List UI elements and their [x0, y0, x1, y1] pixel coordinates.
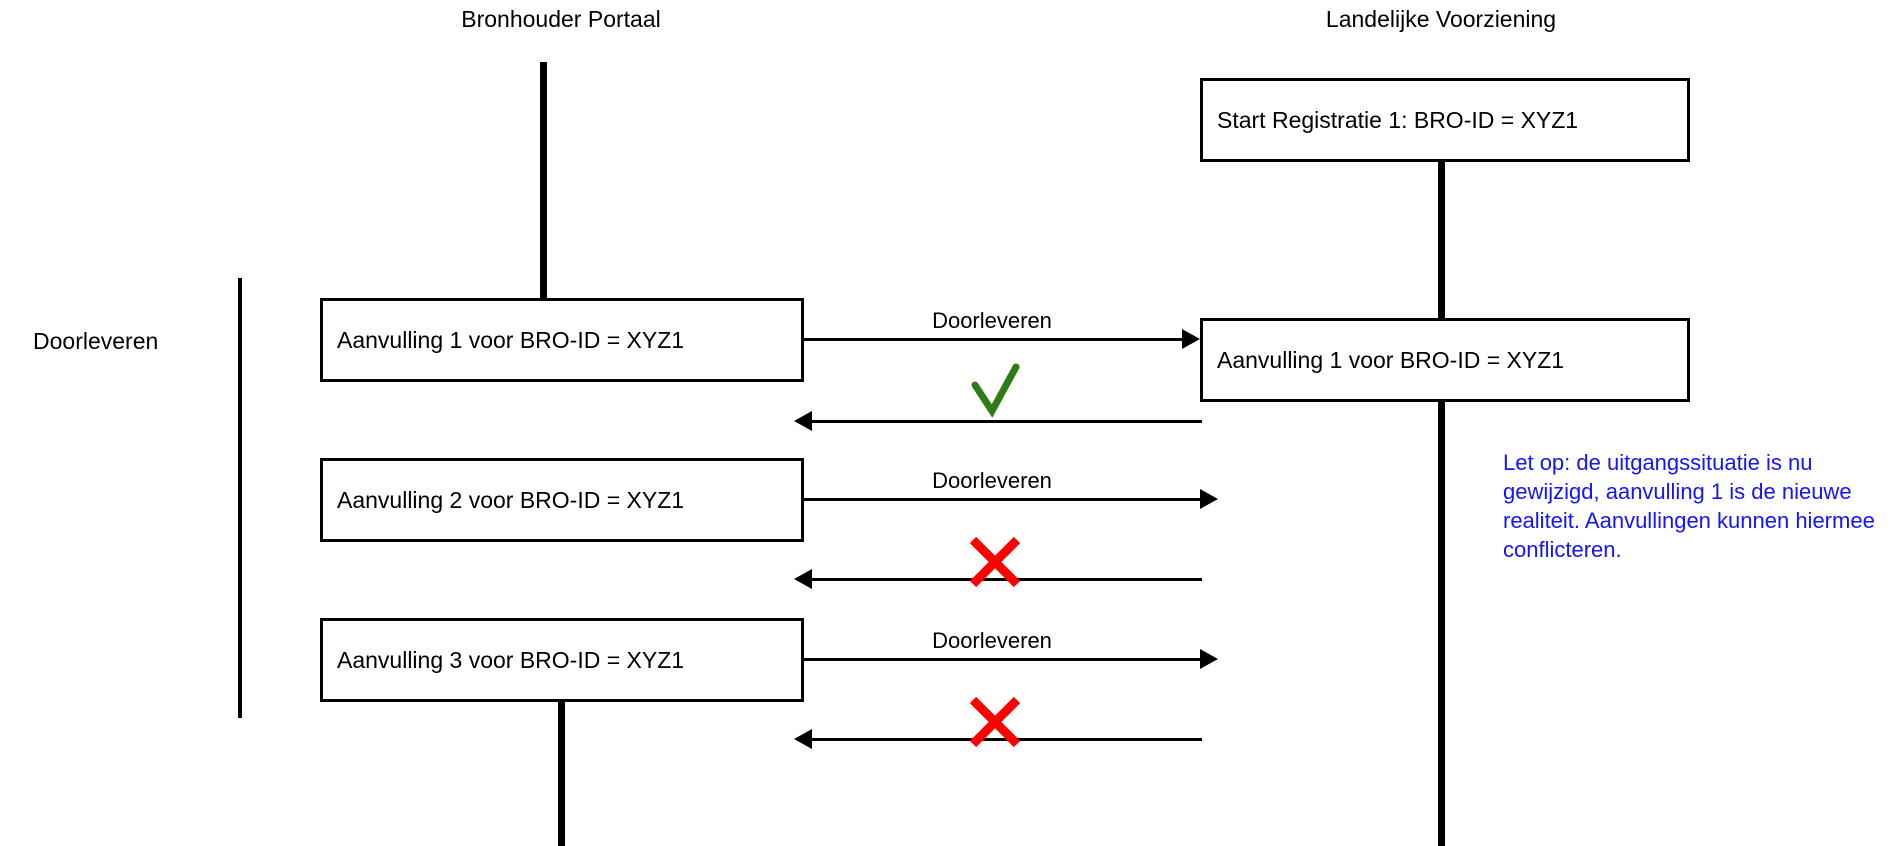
arrow-line-doorleveren-2	[804, 498, 1200, 501]
arrow-head-response-3	[794, 729, 812, 749]
lifeline-landelijke-upper	[1438, 160, 1445, 322]
arrow-head-doorleveren-3	[1200, 649, 1218, 669]
box-aanvulling-1-right-label: Aanvulling 1 voor BRO-ID = XYZ1	[1217, 346, 1565, 373]
box-aanvulling-3-left-label: Aanvulling 3 voor BRO-ID = XYZ1	[337, 646, 685, 673]
box-aanvulling-1-left[interactable]: Aanvulling 1 voor BRO-ID = XYZ1	[320, 298, 804, 382]
check-mark-1	[967, 363, 1023, 419]
box-aanvulling-2-left[interactable]: Aanvulling 2 voor BRO-ID = XYZ1	[320, 458, 804, 542]
lane-header-landelijke-voorziening: Landelijke Voorziening	[1325, 6, 1557, 32]
group-label-doorleveren: Doorleveren	[33, 328, 159, 354]
box-aanvulling-1-right[interactable]: Aanvulling 1 voor BRO-ID = XYZ1	[1200, 318, 1690, 402]
lifeline-landelijke-lower	[1438, 402, 1445, 846]
arrow-label-doorleveren-3: Doorleveren	[932, 628, 1052, 653]
arrow-head-response-2	[794, 569, 812, 589]
box-aanvulling-3-left[interactable]: Aanvulling 3 voor BRO-ID = XYZ1	[320, 618, 804, 702]
arrow-line-doorleveren-1	[804, 338, 1182, 341]
arrow-label-doorleveren-2: Doorleveren	[932, 468, 1052, 493]
arrow-line-response-1	[812, 420, 1202, 423]
lifeline-bronhouder-top	[540, 62, 547, 300]
arrow-head-response-1	[794, 411, 812, 431]
arrow-head-doorleveren-1	[1182, 329, 1200, 349]
group-bracket-doorleveren	[238, 278, 242, 718]
box-start-registratie[interactable]: Start Registratie 1: BRO-ID = XYZ1	[1200, 78, 1690, 162]
arrow-line-doorleveren-3	[804, 658, 1200, 661]
box-start-registratie-label: Start Registratie 1: BRO-ID = XYZ1	[1217, 106, 1579, 133]
box-aanvulling-1-left-label: Aanvulling 1 voor BRO-ID = XYZ1	[337, 326, 685, 353]
cross-mark-2	[967, 534, 1023, 590]
box-aanvulling-2-left-label: Aanvulling 2 voor BRO-ID = XYZ1	[337, 486, 685, 513]
arrow-head-doorleveren-2	[1200, 489, 1218, 509]
arrow-label-doorleveren-1: Doorleveren	[932, 308, 1052, 333]
lifeline-bronhouder-bottom	[558, 700, 565, 846]
lane-header-bronhouder-portaal: Bronhouder Portaal	[461, 6, 661, 32]
note-text: Let op: de uitgangssituatie is nu gewijz…	[1503, 450, 1875, 563]
cross-mark-3	[967, 694, 1023, 750]
